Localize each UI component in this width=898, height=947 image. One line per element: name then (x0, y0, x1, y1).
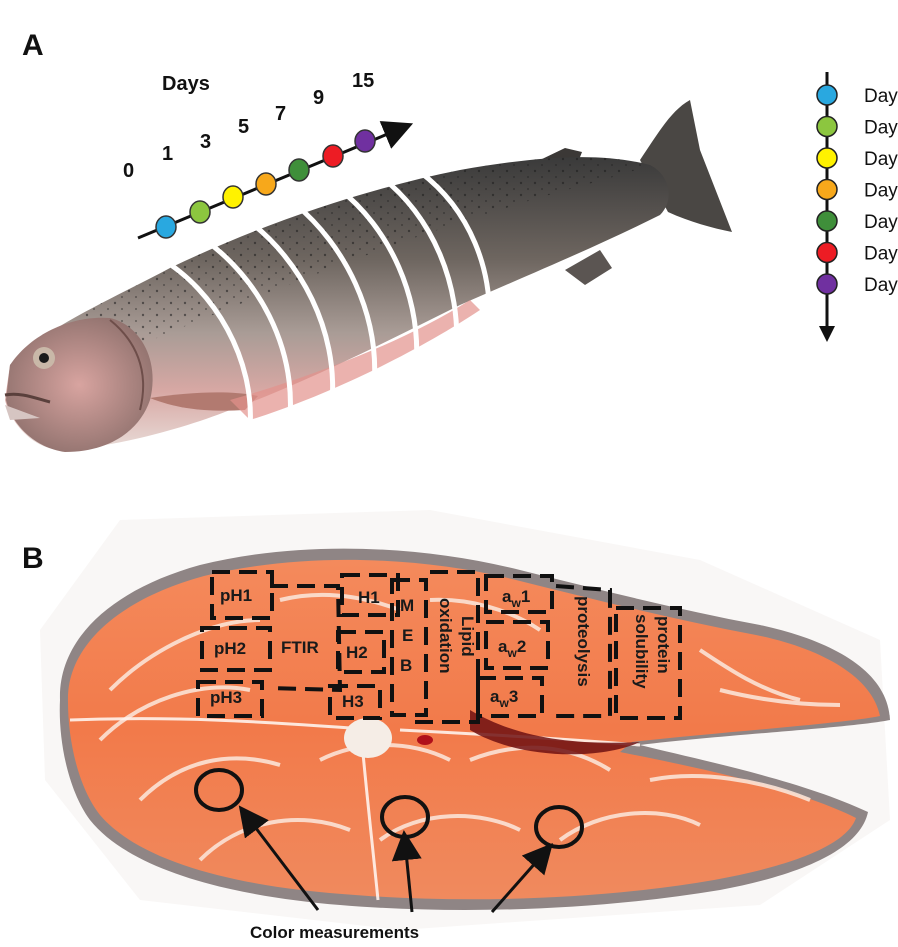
backbone (344, 718, 392, 758)
timeline-label-day-1: 1 (162, 143, 173, 165)
timeline-label-day-9: 9 (313, 87, 324, 109)
timeline-dot-day-9 (323, 145, 343, 167)
label-h2: H2 (346, 643, 368, 662)
label-ph2: pH2 (214, 639, 246, 658)
legend-label-6: Day (864, 244, 898, 265)
legend-label-5: Day (864, 212, 898, 233)
legend-marker-1 (817, 85, 837, 105)
label-m: M (400, 596, 414, 615)
timeline-dot-day-5 (256, 173, 276, 195)
legend-marker-7 (817, 274, 837, 294)
label-oxidation: oxidation (436, 598, 455, 674)
legend-arrow-icon (819, 326, 835, 342)
legend-marker-6 (817, 243, 837, 263)
days-axis-title: Days (162, 73, 210, 95)
label-ph3: pH3 (210, 688, 242, 707)
color-measurements-caption: Color measurements (250, 923, 419, 942)
label-ph1: pH1 (220, 586, 252, 605)
timeline-dot-day-7 (289, 159, 309, 181)
label-e: E (402, 626, 413, 645)
timeline-label-day-5: 5 (238, 116, 249, 138)
legend-label-1: Day (864, 86, 898, 107)
label-ftir: FTIR (281, 638, 319, 657)
label-lipid: Lipid (458, 616, 477, 657)
timeline-dot-day-1 (190, 201, 210, 223)
label-solubility: solubility (632, 614, 651, 689)
legend-marker-5 (817, 211, 837, 231)
timeline-label-day-15: 15 (352, 70, 374, 92)
timeline-label-day-0: 0 (123, 160, 134, 182)
panel-b-label: B (22, 542, 44, 575)
label-protein: protein (654, 616, 673, 674)
timeline-label-day-3: 3 (200, 131, 211, 153)
panel-a-label: A (22, 29, 44, 62)
label-h3: H3 (342, 692, 364, 711)
label-proteolysis: proteolysis (574, 596, 593, 687)
legend-label-4: Day (864, 181, 898, 202)
label-h1: H1 (358, 588, 380, 607)
timeline-dot-day-0 (156, 216, 176, 238)
legend-label-7: Day (864, 275, 898, 296)
trout-fish-illustration (5, 100, 732, 452)
legend-label-2: Day (864, 118, 898, 139)
label-b: B (400, 656, 412, 675)
timeline-dot-day-3 (223, 186, 243, 208)
timeline-label-day-7: 7 (275, 103, 286, 125)
legend-marker-3 (817, 148, 837, 168)
timeline-dot-day-15 (355, 130, 375, 152)
legend-marker-2 (817, 117, 837, 137)
legend-label-3: Day (864, 149, 898, 170)
legend-marker-4 (817, 180, 837, 200)
